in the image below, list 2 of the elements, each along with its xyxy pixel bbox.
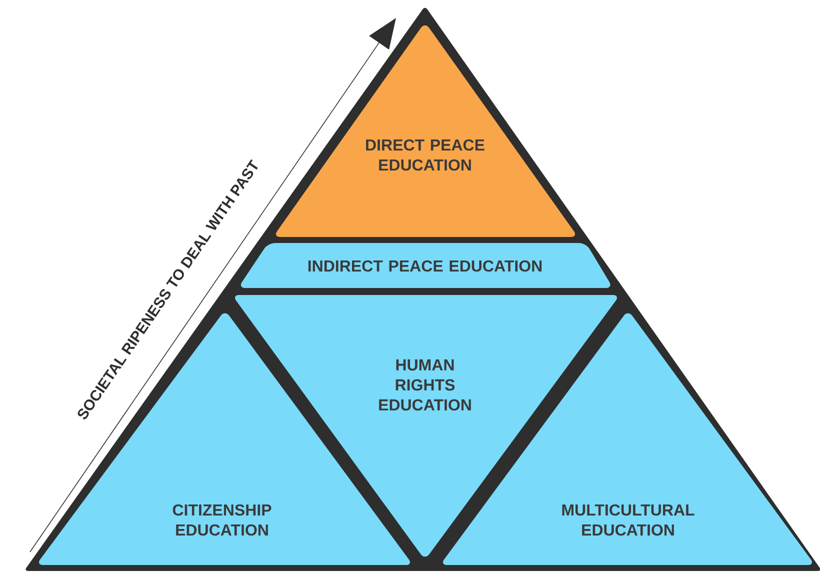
pyramid-segment: INDIRECT PEACE EDUCATION	[240, 243, 610, 288]
pyramid-segment: DIRECT PEACE EDUCATION	[276, 25, 576, 237]
